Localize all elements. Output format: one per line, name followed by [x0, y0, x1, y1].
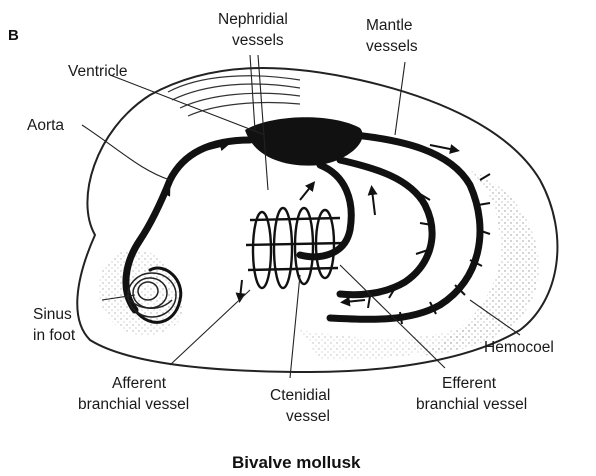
figure-title: Bivalve mollusk: [232, 453, 361, 472]
nephridial-vessels-label-line1: Nephridial: [218, 11, 288, 28]
panel-letter: B: [8, 27, 19, 44]
afferent-branchial-label-line2: branchial vessel: [78, 396, 189, 413]
lower-shading: [300, 320, 480, 360]
sinus-in-foot-label-line1: Sinus: [33, 306, 72, 323]
efferent-branchial-label-line2: branchial vessel: [416, 396, 527, 413]
ventricle-label: Ventricle: [68, 63, 127, 80]
ctenidial-vessel-label-line2: vessel: [286, 408, 330, 425]
mantle-vessels-label-line1: Mantle: [366, 17, 413, 34]
sinus-in-foot-label-line2: in foot: [33, 327, 76, 344]
umbo-growth-lines: [168, 76, 300, 116]
hemocoel-label: Hemocoel: [484, 339, 554, 356]
aorta-label: Aorta: [27, 117, 64, 134]
ctenidial-vessel-label-line1: Ctenidial: [270, 387, 330, 404]
mantle-vessels-label-line2: vessels: [366, 38, 418, 55]
nephridial-vessels-label-line2: vessels: [232, 32, 284, 49]
afferent-branchial-label-line1: Afferent: [112, 375, 167, 392]
foot-shading: [99, 250, 183, 335]
efferent-branchial-label-line1: Efferent: [442, 375, 497, 392]
ctenidial-gill-coils: [246, 208, 345, 288]
